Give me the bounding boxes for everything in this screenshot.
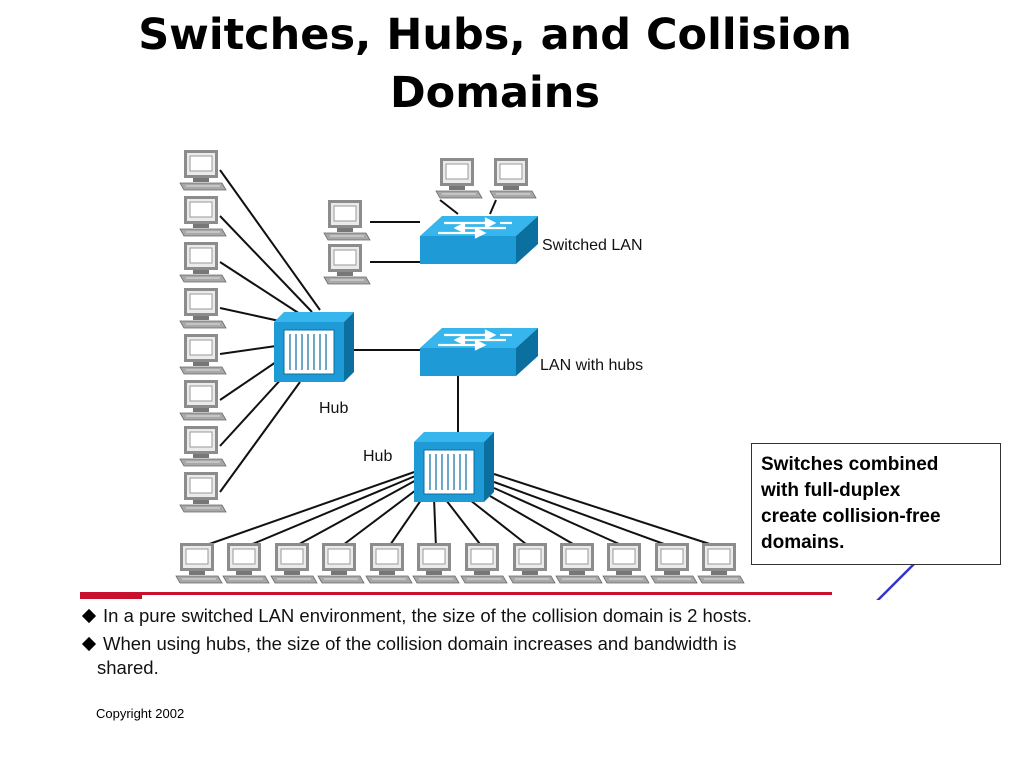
computer-icon	[697, 542, 745, 584]
bullet-item-2: When using hubs, the size of the collisi…	[81, 632, 842, 680]
bottom-hub-computers	[175, 542, 745, 584]
callout-line-3: create collision-free	[761, 506, 941, 527]
computer-icon	[460, 542, 508, 584]
computer-icon	[179, 195, 227, 237]
computer-icon	[365, 542, 413, 584]
computer-icon	[270, 542, 318, 584]
red-divider	[80, 592, 832, 595]
computer-icon	[508, 542, 556, 584]
left-hub-label: Hub	[319, 400, 348, 417]
lan-with-hubs-switch-icon	[418, 326, 540, 378]
computer-icon	[435, 157, 483, 199]
computer-icon	[179, 241, 227, 283]
computer-icon	[602, 542, 650, 584]
callout-line-2: with full-duplex	[761, 480, 901, 501]
bullet-text-2a: When using hubs, the size of the collisi…	[103, 633, 737, 654]
bullet-diamond-icon	[81, 609, 97, 624]
bottom-hub-label: Hub	[363, 448, 392, 465]
bullet-item-1: In a pure switched LAN environment, the …	[81, 604, 752, 628]
computer-icon	[175, 542, 223, 584]
lan-with-hubs-label: LAN with hubs	[540, 357, 643, 374]
computer-icon	[179, 149, 227, 191]
bullet-text-2b: shared.	[97, 657, 159, 678]
bottom-hub-icon	[413, 431, 495, 503]
callout-line-1: Switches combined	[761, 454, 939, 475]
computer-icon	[489, 157, 537, 199]
bullet-text-1: In a pure switched LAN environment, the …	[103, 605, 752, 626]
network-cables	[197, 169, 723, 549]
computer-icon	[179, 287, 227, 329]
computer-icon	[179, 471, 227, 513]
computer-icon	[323, 243, 371, 285]
callout-line-4: domains.	[761, 532, 845, 553]
bullet-diamond-icon	[81, 637, 97, 652]
left-hub-icon	[273, 311, 355, 383]
slide-title: Switches, Hubs, and Collision Domains	[40, 6, 950, 122]
switched-lan-label: Switched LAN	[542, 237, 643, 254]
computer-icon	[179, 379, 227, 421]
title-line-2: Domains	[389, 68, 600, 118]
callout-box: Switches combined with full-duplex creat…	[751, 443, 1001, 565]
left-hub-computers	[179, 149, 227, 513]
copyright-text: Copyright 2002	[96, 706, 185, 721]
computer-icon	[555, 542, 603, 584]
title-line-1: Switches, Hubs, and Collision	[138, 10, 852, 60]
computer-icon	[222, 542, 270, 584]
switched-lan-switch-icon	[418, 214, 540, 266]
computer-icon	[179, 333, 227, 375]
computer-icon	[650, 542, 698, 584]
computer-icon	[323, 199, 371, 241]
computer-icon	[412, 542, 460, 584]
computer-icon	[179, 425, 227, 467]
computer-icon	[317, 542, 365, 584]
red-divider-accent	[80, 595, 142, 599]
